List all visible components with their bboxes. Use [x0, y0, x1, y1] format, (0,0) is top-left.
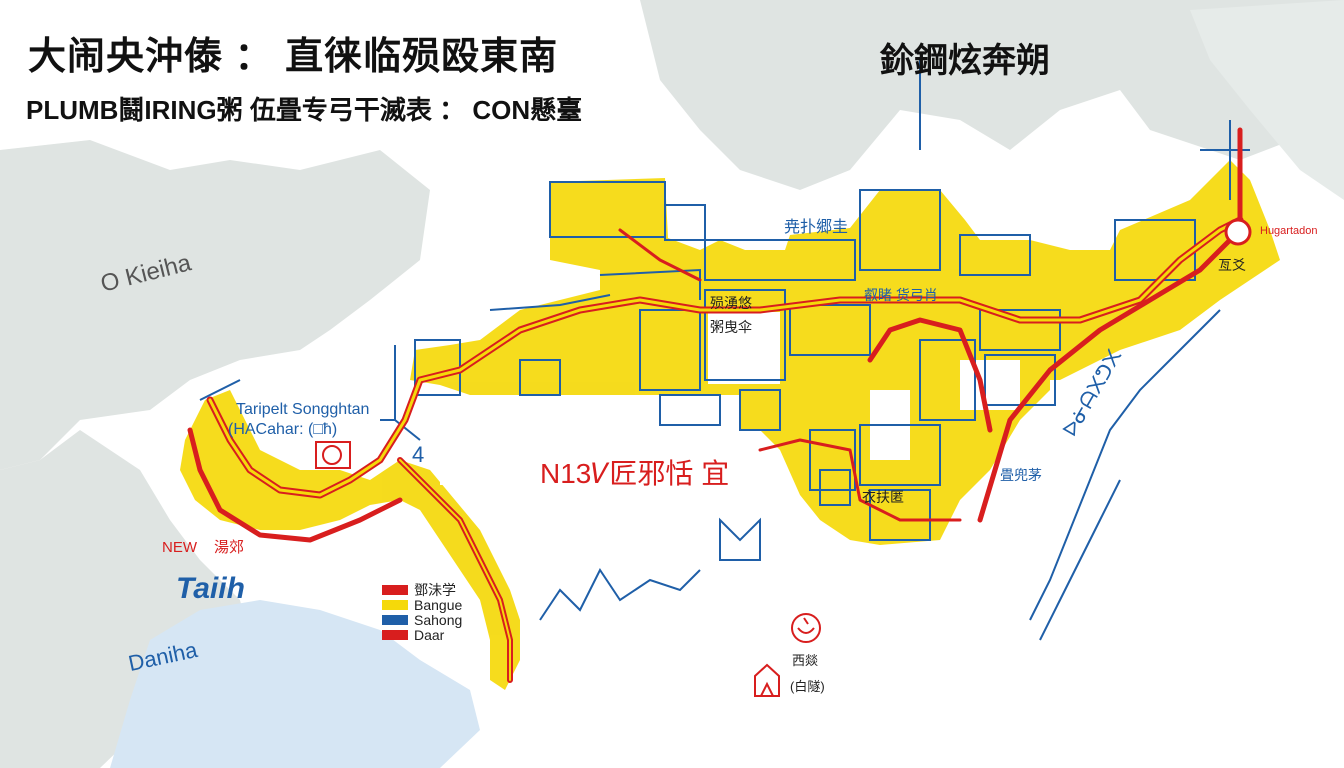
seal-label-1: 西燚 — [792, 653, 819, 668]
legend-swatch — [382, 629, 408, 640]
district-label-3[interactable]: 殒湧悠 — [710, 295, 752, 311]
district-label-2[interactable]: 叡睹 货弓肖 — [864, 287, 938, 303]
place-label-new-suffix: 湯郊 — [214, 539, 245, 556]
legend-item: Daar — [382, 626, 462, 643]
district-label-4[interactable]: 粥曳伞 — [710, 319, 752, 335]
district-label-6[interactable]: 畳兜茅 — [1000, 467, 1042, 483]
legend-label: Sahong — [414, 611, 463, 628]
station-marker-east[interactable] — [1224, 218, 1252, 246]
legend-swatch — [382, 584, 408, 595]
map-title: 大闹央沖傣 ： 直徕临殒殴東南 — [28, 36, 559, 78]
district-label-7[interactable]: 亙爻 — [1218, 257, 1246, 273]
land-far-east — [1190, 0, 1344, 200]
district-zones — [180, 160, 1280, 690]
land-west — [0, 140, 430, 470]
seal-label-2: (白隧) — [790, 679, 825, 694]
legend-label: Bangue — [414, 596, 463, 613]
bay-water — [110, 600, 480, 768]
map-legend: 鄧沬学 Bangue Sahong Daar — [382, 581, 463, 643]
legend-label: Daar — [414, 626, 445, 643]
station-box-west — [315, 441, 351, 469]
district-label-1[interactable]: 尭扑郷圭 — [784, 219, 849, 236]
place-label-taipei-songhan[interactable]: Taripelt Songghtan — [236, 401, 370, 418]
house-icon — [754, 663, 780, 697]
place-label-new[interactable]: NEW — [162, 539, 197, 556]
route-label[interactable]: N13𝑉匠邪恬 宜 — [540, 458, 730, 489]
zone-cutouts — [440, 312, 1110, 485]
place-label-taiih[interactable]: Taiih — [176, 572, 245, 605]
district-label-5[interactable]: 衣扶匿 — [862, 489, 904, 505]
legend-swatch — [382, 614, 408, 625]
legend-label: 鄧沬学 — [414, 581, 456, 598]
main-routes — [187, 127, 1244, 683]
legend-item: Bangue — [382, 596, 463, 613]
map-right-title: 鉩鋼炫奔朔 — [880, 42, 1050, 80]
land-north-east — [640, 0, 1344, 190]
seal-icon — [791, 613, 821, 643]
map-subtitle: PLUMB鬪IRING粥 伍畳专弓干滅表 ： CON懸臺 — [26, 95, 583, 125]
legend-swatch — [382, 599, 408, 610]
legend-item: 鄧沬学 — [382, 581, 462, 598]
place-label-hacahar[interactable]: (HACahar: (□ħ) — [228, 421, 338, 438]
station-marker-west[interactable] — [322, 445, 342, 465]
place-label-number: 4 — [412, 442, 425, 467]
corner-tag-label: Hugartadon — [1260, 225, 1318, 237]
legend-item: Sahong — [382, 611, 463, 628]
